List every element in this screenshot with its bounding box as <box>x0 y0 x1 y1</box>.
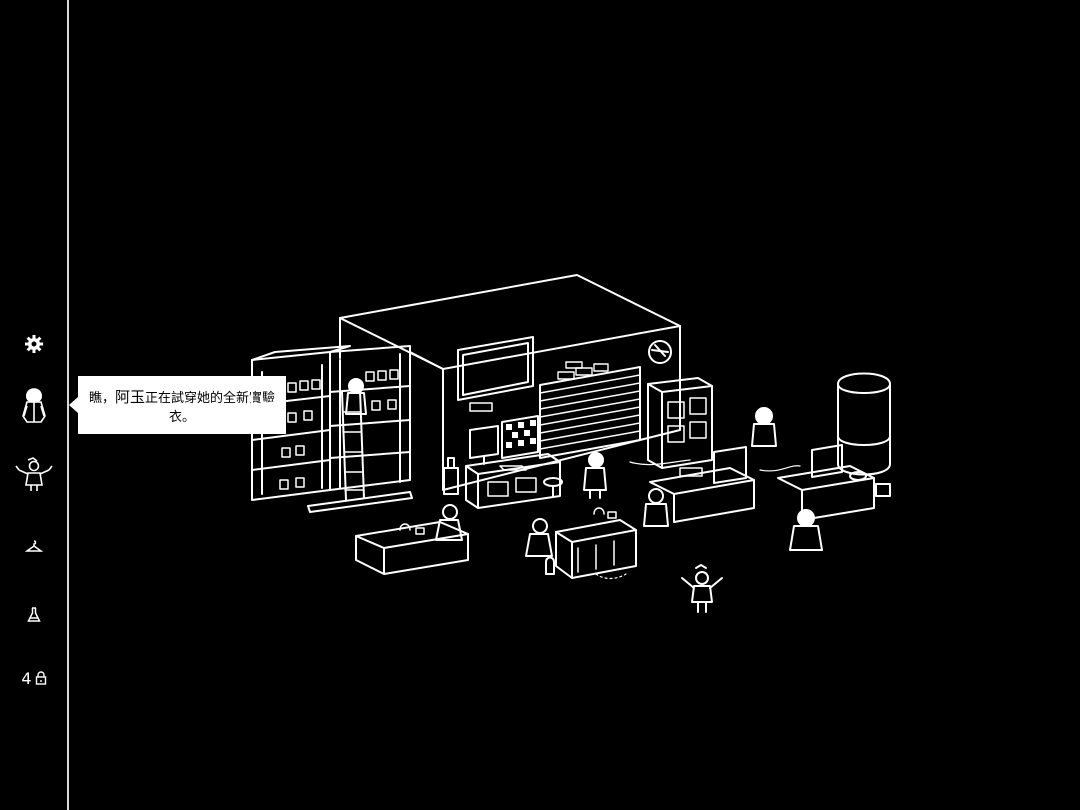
target-sidebar: 4 <box>0 0 69 810</box>
remaining-count: 4 <box>21 668 32 688</box>
hint-character-name: 阿玉 <box>114 388 145 406</box>
left-shelves <box>251 345 413 513</box>
target-lab-woman[interactable] <box>0 385 68 427</box>
flask-icon <box>27 607 41 622</box>
people <box>435 407 823 613</box>
hint-prefix: 瞧， <box>88 391 115 406</box>
front-bench <box>355 521 469 575</box>
tank-desk <box>777 372 891 521</box>
cheering-scientist-icon <box>15 457 53 491</box>
cables <box>595 459 801 580</box>
center-cabinet <box>555 507 637 579</box>
target-hanger[interactable] <box>0 536 68 556</box>
lock-icon <box>35 671 46 685</box>
hanger-icon <box>25 540 43 552</box>
remaining-counter: 4 <box>0 666 68 690</box>
gear-icon <box>25 335 43 353</box>
settings-button[interactable] <box>0 332 68 356</box>
lab-woman-icon <box>22 388 46 423</box>
right-desk <box>649 446 755 523</box>
hint-text: 正在試穿她的全新實驗衣。 <box>145 391 276 425</box>
target-flask[interactable] <box>0 604 68 626</box>
lab-building <box>339 274 681 491</box>
target-cheering-scientist[interactable] <box>0 452 68 496</box>
filing-cabinet <box>647 377 713 469</box>
computer-desk <box>443 425 563 509</box>
